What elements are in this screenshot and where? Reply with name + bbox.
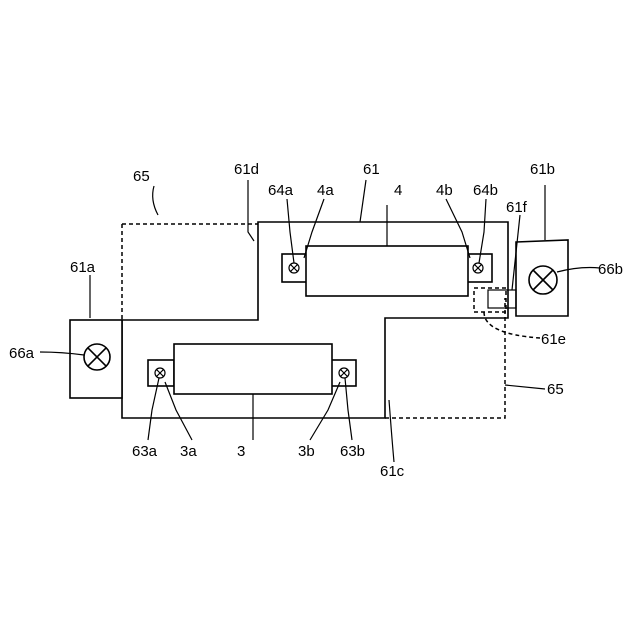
label-3b: 3b — [298, 443, 315, 460]
terminal-block-63b — [330, 360, 356, 386]
label-61b: 61b — [530, 161, 555, 178]
label-3a: 3a — [180, 443, 197, 460]
label-61d: 61d — [234, 161, 259, 178]
label-61e: 61e — [541, 331, 566, 348]
label-64a: 64a — [268, 182, 294, 199]
label-61: 61 — [363, 161, 380, 178]
label-65-top: 65 — [133, 168, 150, 185]
label-66b: 66b — [598, 261, 623, 278]
connector-61f — [488, 290, 516, 308]
label-64b: 64b — [473, 182, 498, 199]
label-63b: 63b — [340, 443, 365, 460]
component-4 — [306, 246, 468, 296]
label-3: 3 — [237, 443, 245, 460]
terminal-block-63a — [148, 360, 174, 386]
terminal-block-64a — [282, 254, 308, 282]
label-4a: 4a — [317, 182, 334, 199]
label-65-right: 65 — [547, 381, 564, 398]
label-63a: 63a — [132, 443, 158, 460]
component-3 — [174, 344, 332, 394]
label-66a: 66a — [9, 345, 35, 362]
terminal-block-64b — [466, 254, 492, 282]
label-61a: 61a — [70, 259, 96, 276]
label-4b: 4b — [436, 182, 453, 199]
label-61f: 61f — [506, 199, 528, 216]
label-61c: 61c — [380, 463, 405, 480]
label-4: 4 — [394, 182, 402, 199]
